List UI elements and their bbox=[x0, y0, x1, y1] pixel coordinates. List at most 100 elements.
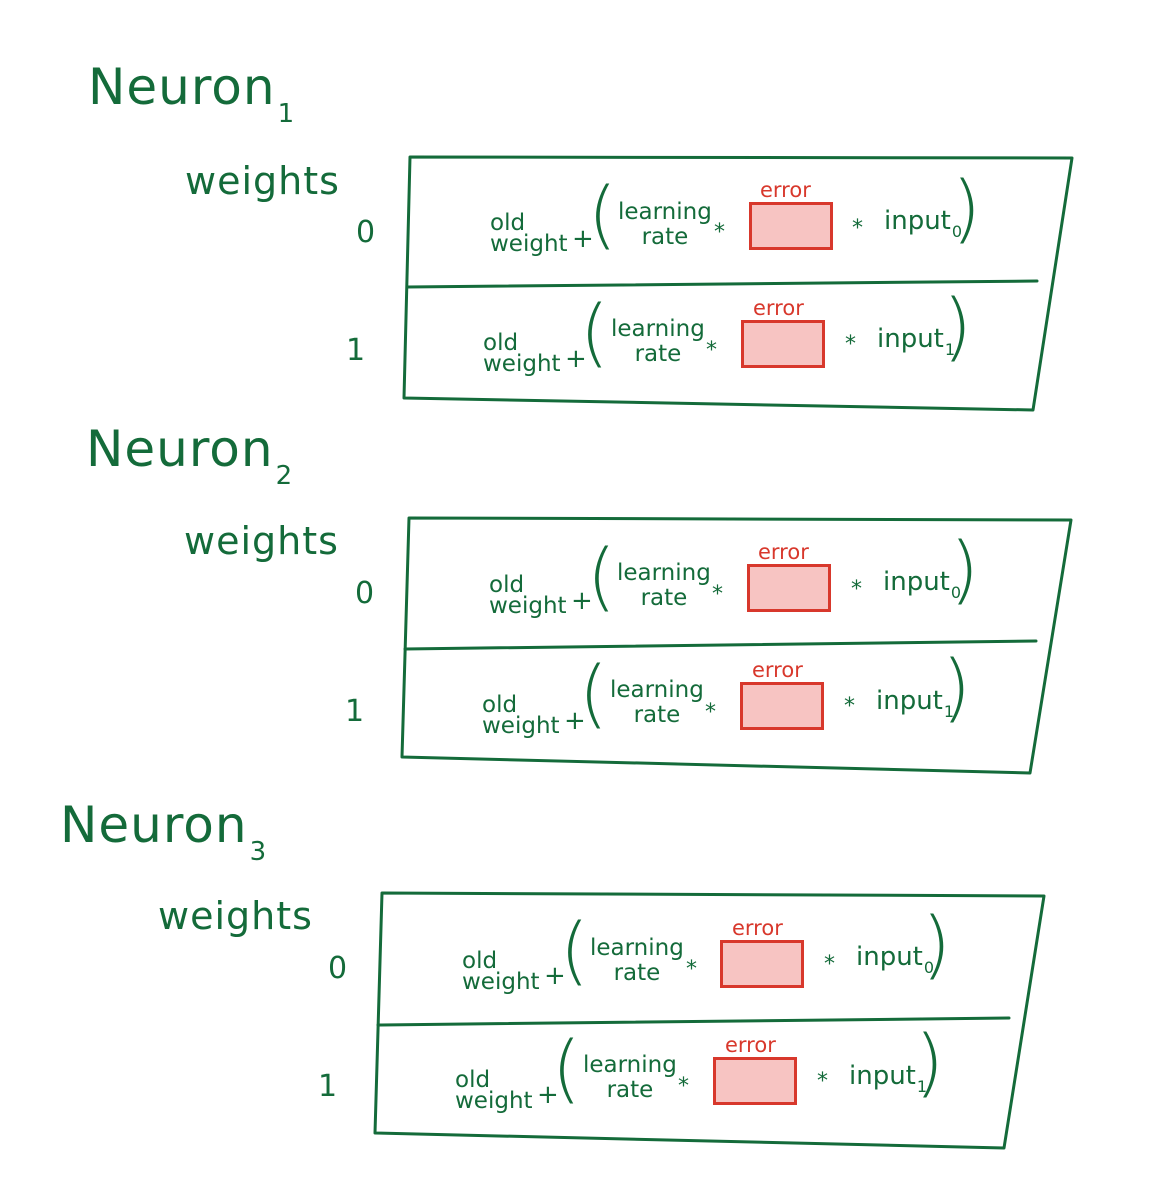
learning-rate-term: learning rate bbox=[617, 561, 711, 611]
close-paren: ) bbox=[950, 527, 979, 613]
input-term: input0 bbox=[856, 942, 934, 976]
weight-index: 1 bbox=[318, 1069, 338, 1104]
old-text: old bbox=[483, 330, 519, 356]
input-subscript: 1 bbox=[944, 340, 956, 359]
open-paren: ( bbox=[587, 534, 616, 620]
rate-text: rate bbox=[633, 702, 681, 728]
input-text: input bbox=[884, 206, 951, 236]
close-paren: ) bbox=[952, 166, 981, 252]
old-text: old bbox=[455, 1067, 491, 1093]
old-text: old bbox=[462, 948, 498, 974]
rate-text: rate bbox=[640, 585, 688, 611]
open-paren: ( bbox=[588, 172, 617, 258]
weight-text: weight bbox=[489, 593, 567, 619]
error-label: error bbox=[758, 540, 809, 564]
input-term: input1 bbox=[876, 686, 954, 720]
error-label: error bbox=[725, 1033, 776, 1057]
old-weight-term: old weight bbox=[490, 212, 568, 257]
weight-update-row: old weight + ( learning rate * error * i… bbox=[0, 0, 1150, 618]
neuron-1-section: Neuron1 weights 0 old weight + ( learnin… bbox=[0, 0, 1150, 412]
weights-label: weights bbox=[158, 894, 313, 938]
open-paren: ( bbox=[552, 1026, 581, 1112]
plus-operator: + bbox=[565, 344, 587, 374]
neuron-title-text: Neuron bbox=[86, 420, 274, 478]
old-weight-term: old weight bbox=[489, 574, 567, 619]
learning-text: learning bbox=[617, 560, 711, 586]
close-paren: ) bbox=[922, 902, 951, 988]
old-weight-term: old weight bbox=[482, 692, 560, 739]
learning-rate-term: learning rate bbox=[583, 1053, 677, 1103]
error-box bbox=[747, 564, 831, 612]
neuron-3-section: Neuron3 weights 0 old weight + ( learnin… bbox=[0, 0, 1150, 1150]
close-paren: ) bbox=[915, 1020, 944, 1106]
learning-text: learning bbox=[618, 199, 712, 225]
rate-text: rate bbox=[634, 341, 682, 367]
old-weight-term: old weight bbox=[455, 1067, 533, 1113]
learning-text: learning bbox=[590, 935, 684, 961]
multiply-operator: * bbox=[844, 694, 855, 719]
multiply-operator: * bbox=[678, 1074, 689, 1099]
neuron-title-text: Neuron bbox=[60, 796, 248, 854]
input-term: input1 bbox=[849, 1063, 927, 1095]
error-box bbox=[720, 940, 804, 988]
neuron-2-section: Neuron2 weights 0 old weight + ( learnin… bbox=[0, 0, 1150, 775]
error-label: error bbox=[753, 296, 804, 320]
close-paren: ) bbox=[943, 284, 972, 370]
input-text: input bbox=[856, 942, 923, 972]
weight-index: 0 bbox=[356, 215, 376, 250]
input-term: input0 bbox=[884, 206, 962, 240]
plus-operator: + bbox=[571, 586, 593, 616]
learning-text: learning bbox=[610, 677, 704, 703]
neuron-title-text: Neuron bbox=[88, 58, 276, 116]
multiply-operator: * bbox=[705, 700, 716, 725]
weight-update-row: old weight + ( learning rate * error * i… bbox=[0, 0, 1150, 1113]
weight-update-row: old weight + ( learning rate * error * i… bbox=[0, 0, 1150, 376]
weight-text: weight bbox=[462, 969, 540, 995]
open-paren: ( bbox=[560, 908, 589, 994]
open-paren: ( bbox=[579, 651, 608, 737]
weight-text: weight bbox=[490, 231, 568, 257]
input-subscript: 0 bbox=[923, 958, 935, 977]
error-box bbox=[749, 202, 833, 250]
weight-index: 0 bbox=[355, 576, 375, 611]
error-label: error bbox=[752, 658, 803, 682]
input-subscript: 1 bbox=[943, 702, 955, 721]
multiply-operator: * bbox=[714, 220, 725, 245]
multiply-operator: * bbox=[817, 1069, 828, 1094]
weight-update-row: old weight + ( learning rate * error * i… bbox=[0, 0, 1150, 994]
weights-table-frame bbox=[402, 155, 1074, 412]
neuron-subscript: 1 bbox=[277, 99, 296, 129]
neuron-subscript: 2 bbox=[275, 461, 294, 491]
close-paren: ) bbox=[942, 645, 971, 731]
weights-label: weights bbox=[185, 159, 340, 203]
input-text: input bbox=[877, 324, 944, 354]
weight-text: weight bbox=[483, 351, 561, 377]
plus-operator: + bbox=[537, 1080, 559, 1110]
old-weight-term: old weight bbox=[483, 330, 561, 377]
learning-rate-term: learning rate bbox=[611, 317, 705, 367]
weights-label: weights bbox=[184, 519, 339, 563]
neuron-subscript: 3 bbox=[249, 837, 268, 867]
input-subscript: 0 bbox=[950, 583, 962, 602]
old-text: old bbox=[482, 692, 518, 718]
multiply-operator: * bbox=[851, 577, 862, 602]
plus-operator: + bbox=[564, 706, 586, 736]
input-term: input0 bbox=[883, 569, 961, 601]
neuron-2-title: Neuron2 bbox=[86, 424, 293, 489]
multiply-operator: * bbox=[686, 957, 697, 982]
multiply-operator: * bbox=[845, 332, 856, 357]
weights-table-frame bbox=[400, 516, 1073, 775]
rate-text: rate bbox=[606, 1077, 654, 1103]
error-box bbox=[740, 682, 824, 730]
multiply-operator: * bbox=[852, 216, 863, 241]
weight-index: 1 bbox=[346, 333, 366, 368]
learning-text: learning bbox=[611, 316, 705, 342]
weight-index: 0 bbox=[328, 951, 348, 986]
input-text: input bbox=[876, 686, 943, 716]
rate-text: rate bbox=[641, 224, 689, 250]
multiply-operator: * bbox=[706, 338, 717, 363]
old-weight-term: old weight bbox=[462, 948, 540, 995]
weight-text: weight bbox=[482, 713, 560, 739]
multiply-operator: * bbox=[824, 952, 835, 977]
